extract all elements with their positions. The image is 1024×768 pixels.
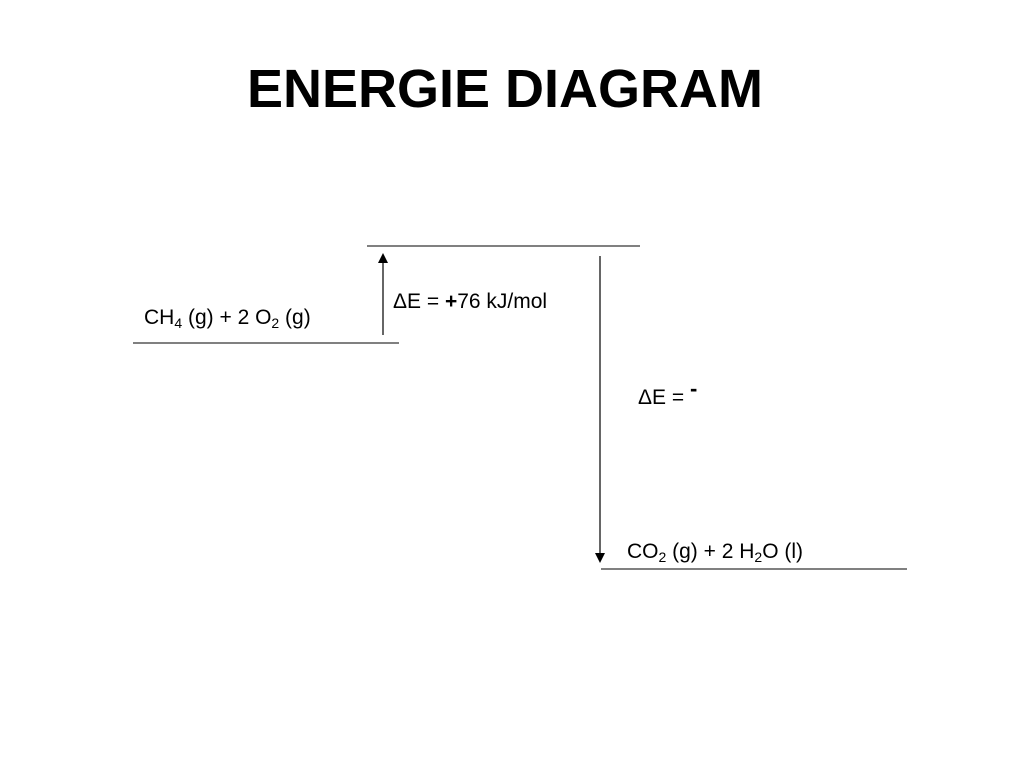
- reactants-subscript-2: 2: [271, 315, 280, 331]
- products-text-3: O (l): [762, 540, 804, 563]
- activation-energy-prefix: ΔE =: [393, 290, 445, 313]
- activation-energy-label: ΔE = +76 kJ/mol: [393, 291, 547, 312]
- products-subscript-1: 2: [658, 549, 667, 565]
- reactants-text-1: CH: [144, 306, 175, 329]
- reactants-subscript-1: 4: [174, 315, 183, 331]
- reaction-energy-prefix: ΔE =: [638, 386, 690, 409]
- products-text-1: CO: [627, 540, 659, 563]
- reactants-label: CH4 (g) + 2 O2 (g): [144, 306, 311, 331]
- reaction-energy-label: ΔE = -: [638, 378, 697, 409]
- page-title: ENERGIE DIAGRAM: [246, 59, 764, 119]
- products-text-2: (g) + 2 H: [666, 540, 755, 563]
- reactants-text-2: (g) + 2 O: [182, 306, 272, 329]
- activation-energy-value: 76 kJ/mol: [457, 290, 548, 313]
- products-label: CO2 (g) + 2 H2O (l): [627, 540, 804, 565]
- products-subscript-2: 2: [754, 549, 763, 565]
- reaction-energy-sign: -: [689, 376, 698, 401]
- activation-energy-sign: +: [444, 290, 458, 313]
- reactants-text-3: (g): [279, 306, 311, 329]
